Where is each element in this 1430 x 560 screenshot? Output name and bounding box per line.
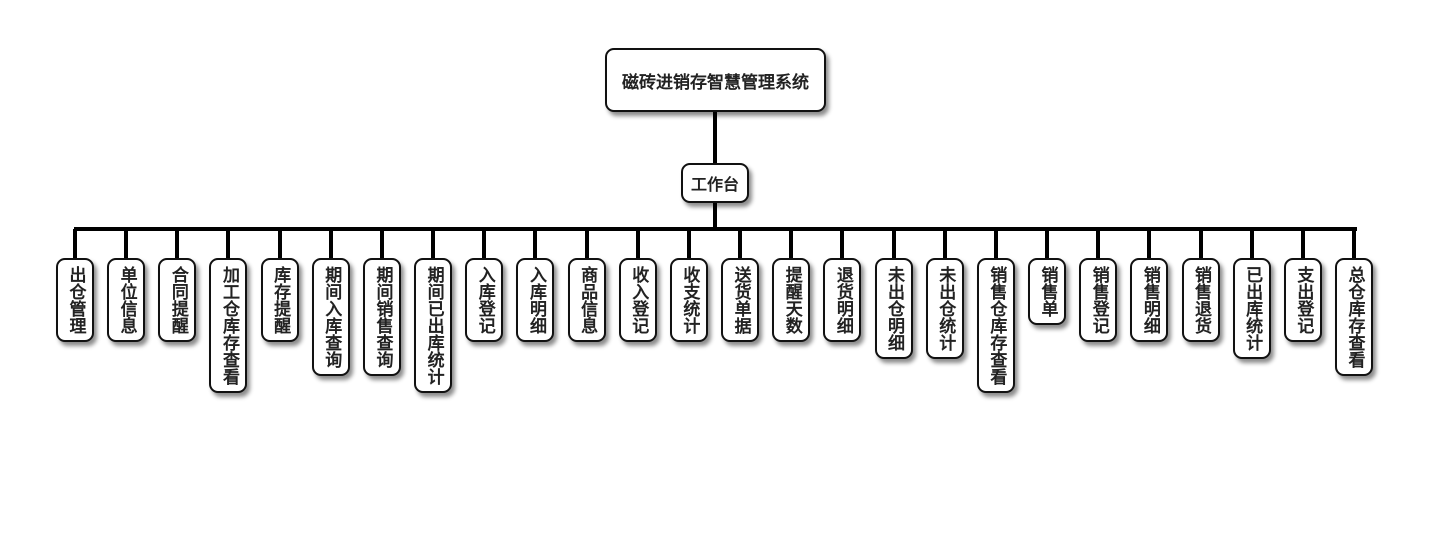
child-label: 合同提醒 — [167, 266, 188, 334]
connector-child — [431, 229, 436, 259]
connector-child — [891, 229, 896, 259]
connector-child — [1300, 229, 1305, 259]
child-label: 入库明细 — [525, 266, 546, 334]
connector-child — [789, 229, 794, 259]
connector-child — [635, 229, 640, 259]
child-label: 已出库统计 — [1242, 266, 1263, 351]
child-node[interactable]: 总仓库存查看 — [1335, 258, 1373, 376]
child-node[interactable]: 入库登记 — [465, 258, 504, 342]
connector-child — [584, 229, 589, 259]
child-label: 退货明细 — [832, 266, 853, 334]
child-label: 出仓管理 — [65, 266, 86, 334]
child-label: 总仓库存查看 — [1344, 266, 1365, 368]
connector-child — [1198, 229, 1203, 259]
connector-child — [1096, 229, 1101, 259]
child-node[interactable]: 销售明细 — [1130, 258, 1169, 342]
child-node[interactable]: 出仓管理 — [56, 258, 94, 342]
root-node[interactable]: 磁砖进销存智慧管理系统 — [605, 48, 826, 112]
child-node[interactable]: 期间已出库统计 — [414, 258, 453, 393]
connector-child — [1045, 229, 1050, 259]
connector-child — [1249, 229, 1254, 259]
child-node[interactable]: 商品信息 — [567, 258, 606, 342]
connector-child — [840, 229, 845, 259]
child-label: 收支统计 — [679, 266, 700, 334]
child-label: 单位信息 — [116, 266, 137, 334]
connector-child — [738, 229, 743, 259]
connector-root-hub — [713, 112, 717, 163]
child-label: 销售仓库存查看 — [986, 266, 1007, 385]
child-node[interactable]: 收入登记 — [618, 258, 657, 342]
connector-child — [533, 229, 538, 259]
child-node[interactable]: 销售单 — [1028, 258, 1067, 325]
child-label: 收入登记 — [628, 266, 649, 334]
child-label: 库存提醒 — [270, 266, 291, 334]
connector-child — [686, 229, 691, 259]
child-node[interactable]: 合同提醒 — [158, 258, 197, 342]
child-label: 销售退货 — [1191, 266, 1212, 334]
connector-child — [942, 229, 947, 259]
connector-bus — [74, 227, 1357, 231]
child-label: 送货单据 — [730, 266, 751, 334]
child-label: 提醒天数 — [781, 266, 802, 334]
hub-node-workbench[interactable]: 工作台 — [681, 163, 749, 203]
child-node[interactable]: 销售退货 — [1181, 258, 1220, 342]
child-node[interactable]: 支出登记 — [1283, 258, 1322, 342]
root-label: 磁砖进销存智慧管理系统 — [622, 72, 809, 93]
child-node[interactable]: 未出仓明细 — [874, 258, 913, 359]
child-label: 期间已出库统计 — [423, 266, 444, 385]
child-node[interactable]: 入库明细 — [516, 258, 555, 342]
connector-child — [277, 229, 282, 259]
connector-child — [1352, 229, 1356, 259]
child-node[interactable]: 期间销售查询 — [362, 258, 401, 376]
child-node[interactable]: 送货单据 — [721, 258, 760, 342]
connector-child — [226, 229, 231, 259]
connector-child — [328, 229, 333, 259]
child-node[interactable]: 退货明细 — [823, 258, 862, 342]
child-node[interactable]: 收支统计 — [669, 258, 708, 342]
child-label: 销售登记 — [1088, 266, 1109, 334]
child-label: 入库登记 — [474, 266, 495, 334]
connector-child — [993, 229, 998, 259]
child-label: 商品信息 — [577, 266, 598, 334]
connector-child — [175, 229, 180, 259]
child-node[interactable]: 加工仓库存查看 — [209, 258, 248, 393]
child-label: 销售明细 — [1139, 266, 1160, 334]
child-label: 加工仓库存查看 — [218, 266, 239, 385]
child-node[interactable]: 单位信息 — [107, 258, 146, 342]
child-label: 销售单 — [1037, 266, 1058, 317]
child-node[interactable]: 销售登记 — [1079, 258, 1118, 342]
child-node[interactable]: 销售仓库存查看 — [976, 258, 1015, 393]
child-label: 期间入库查询 — [321, 266, 342, 368]
connector-child — [73, 229, 77, 259]
child-node[interactable]: 未出仓统计 — [925, 258, 964, 359]
child-node[interactable]: 提醒天数 — [772, 258, 811, 342]
child-node[interactable]: 库存提醒 — [260, 258, 299, 342]
child-label: 期间销售查询 — [372, 266, 393, 368]
connector-child — [124, 229, 129, 259]
connector-hub-bus — [713, 203, 717, 230]
hub-label: 工作台 — [690, 175, 739, 194]
child-node[interactable]: 期间入库查询 — [311, 258, 350, 376]
connector-child — [482, 229, 487, 259]
child-node[interactable]: 已出库统计 — [1232, 258, 1271, 359]
connector-child — [1147, 229, 1152, 259]
child-label: 未出仓统计 — [935, 266, 956, 351]
connector-child — [379, 229, 384, 259]
child-label: 支出登记 — [1293, 266, 1314, 334]
child-label: 未出仓明细 — [884, 266, 905, 351]
